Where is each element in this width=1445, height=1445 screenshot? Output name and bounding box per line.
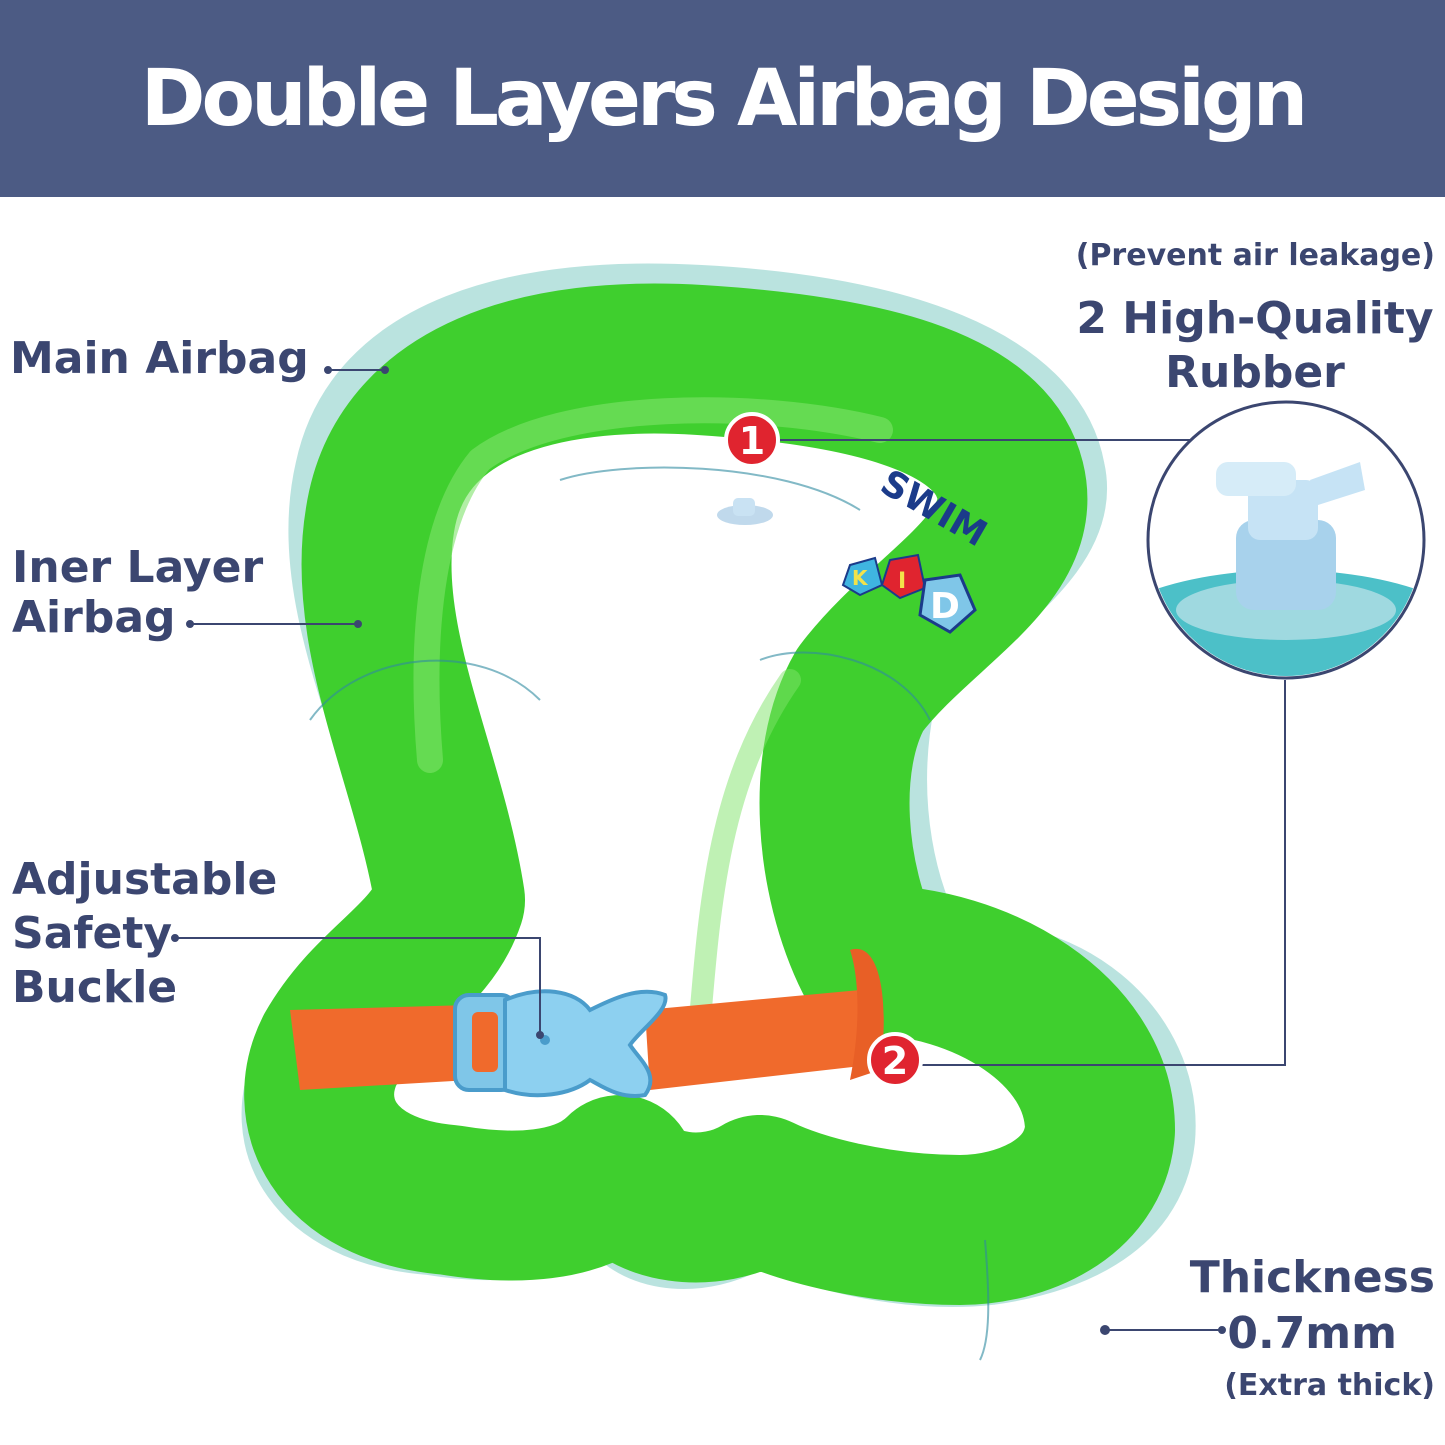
buckle-icon — [453, 989, 668, 1098]
print-letter-d: D — [930, 586, 960, 627]
label-thickness-note: (Extra thick) — [1224, 1368, 1435, 1403]
label-thickness: Thickness 0.7mm — [1189, 1252, 1435, 1359]
title-banner: Double Layers Airbag Design — [0, 0, 1445, 197]
valve-zoom-circle — [1146, 400, 1426, 680]
valve-small-icon — [717, 498, 773, 525]
marker-2: 2 — [867, 1032, 923, 1088]
label-safety-buckle: Adjustable Safety Buckle — [12, 854, 278, 1013]
print-letter-k: K — [852, 566, 869, 590]
label-valve-note: (Prevent air leakage) — [1075, 238, 1435, 273]
safety-strap — [290, 948, 884, 1090]
print-letter-i: I — [898, 569, 906, 594]
page-title: Double Layers Airbag Design — [140, 53, 1308, 144]
marker-1: 1 — [724, 412, 780, 468]
seam-lines — [309, 466, 990, 1361]
label-main-airbag: Main Airbag — [10, 333, 309, 384]
label-valve-rubber: 2 High-Quality Rubber — [1076, 293, 1434, 398]
label-inner-layer-airbag: Iner Layer Airbag — [12, 542, 264, 643]
callout-lines — [171, 366, 1286, 1335]
inner-openings — [544, 468, 978, 1153]
marker-1-number: 1 — [739, 419, 765, 463]
marker-2-number: 2 — [882, 1039, 908, 1083]
